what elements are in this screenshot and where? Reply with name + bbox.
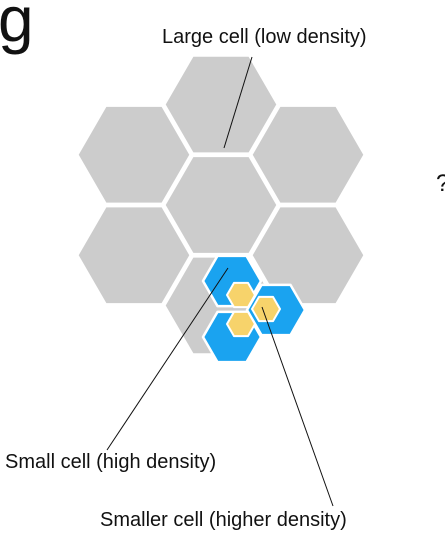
label-smaller-cell: Smaller cell (higher density) (100, 509, 347, 531)
leader-line-large (223, 56, 253, 149)
large-cell (162, 53, 280, 156)
smaller-cell (226, 281, 256, 309)
label-large-cell: Large cell (low density) (162, 26, 367, 48)
leader-line-smaller (261, 306, 334, 507)
large-cell (249, 103, 367, 206)
smaller-cell (251, 295, 281, 323)
leader-line-small (106, 267, 229, 451)
large-cell (75, 103, 193, 206)
smaller-cell (226, 310, 256, 338)
partial-question-mark: ? (436, 170, 445, 198)
large-cell (249, 204, 367, 307)
large-cells-group (75, 53, 367, 357)
partial-heading-text: g (0, 0, 34, 55)
leader-lines-group (106, 56, 334, 507)
smaller-cells-group (226, 281, 281, 338)
large-cell (75, 204, 193, 307)
label-small-cell: Small cell (high density) (5, 451, 217, 473)
large-cell (162, 154, 280, 256)
